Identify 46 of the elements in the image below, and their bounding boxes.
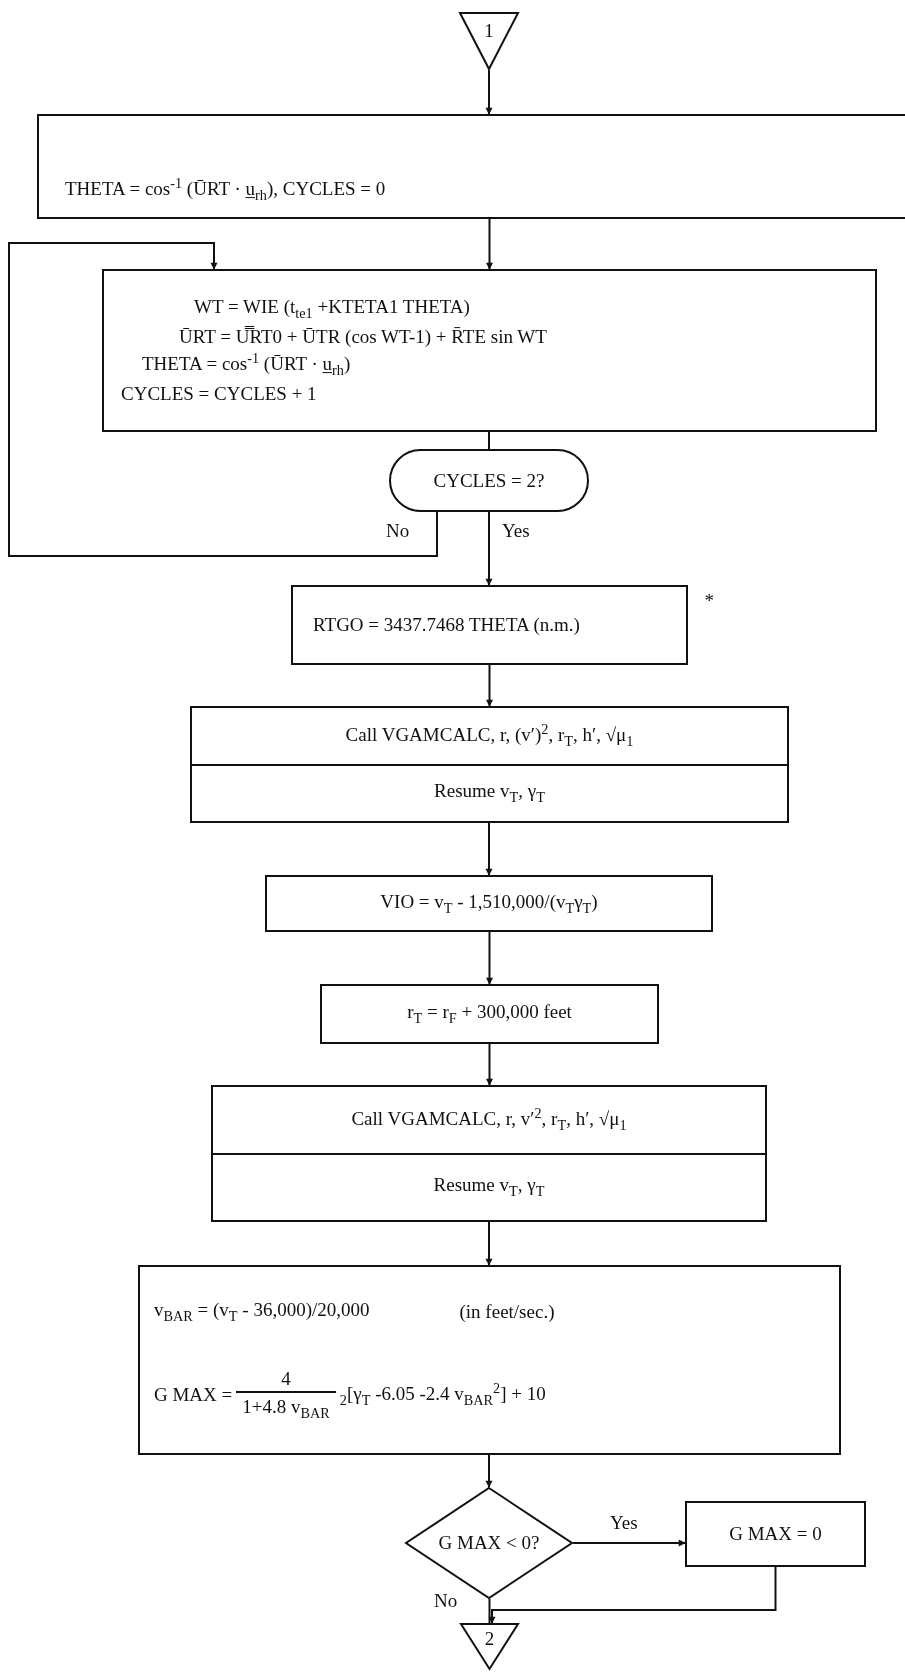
step-text: Call VGAMCALC, r, (v′)$^{2}$, r$_{T}$, h′, √μ$_{1}$ [345, 720, 634, 751]
formula-text: G MAX = [154, 1382, 233, 1407]
process-box [320, 984, 659, 1044]
connector-triangle [459, 12, 519, 70]
flow-arrow [486, 218, 493, 270]
process-box [211, 1085, 767, 1222]
connector-triangle [460, 1623, 519, 1670]
denominator-text: 1+4.8 v$_{BAR}$ [236, 1390, 336, 1423]
formula-text: WT = WIE (t$_{te1}$ +KTETA1 THETA) [194, 294, 471, 323]
footnote-mark: * [704, 589, 714, 613]
formula-text: r$_{T}$ = r$_{F}$ + 300,000 feet [407, 1000, 572, 1028]
formula-text: THETA = cos$^{-1}$ (ŪRT · u̲$_{rh}$) [142, 350, 352, 381]
formula-text: $_{2}$[γ$_{T}$ -6.05 -2.4 v$_{BAR}$$^{2}$] + 10 [339, 1379, 546, 1410]
connector-number: 2 [484, 1626, 495, 1651]
process-box [190, 706, 789, 823]
flow-arrow [488, 1566, 777, 1624]
process-box [685, 1501, 866, 1567]
flow-arrow [486, 1043, 493, 1086]
formula-text: VIO = v$_{T}$ - 1,510,000/(v$_{T}$γ$_{T}$) [380, 889, 598, 918]
connector-number: 1 [484, 19, 494, 44]
flow-arrow [572, 1539, 686, 1547]
formula-text: G MAX = 0 [729, 1522, 822, 1546]
flow-arrow [485, 822, 493, 876]
flow-arrow [485, 69, 493, 115]
flow-arrow [485, 1221, 493, 1266]
process-box [138, 1265, 841, 1455]
decision-text: G MAX < 0? [437, 1531, 541, 1555]
step-text: Resume v$_{T}$, γ$_{T}$ [434, 779, 545, 808]
flow-arrow [485, 1454, 493, 1488]
flow-arrow [8, 242, 438, 557]
flow-arrow [486, 664, 493, 707]
step-text: Call VGAMCALC, r, v′$^{2}$, r$_{T}$, h′, √μ$_{1}$ [351, 1104, 627, 1135]
formula-text: THETA = cos$^{-1}$ (ŪRT · u̲$_{rh}$), CYCLES = 0 [65, 175, 387, 205]
process-box [102, 269, 877, 432]
numerator-text: 4 [281, 1366, 291, 1391]
formula-text: CYCLES = CYCLES + 1 [121, 382, 318, 406]
process-box [265, 875, 713, 932]
formula-text: CYCLES = 2? [433, 468, 545, 493]
formula-text: ŪRT = U̿RT0 + ŪTR (cos WT-1) + R̄TE sin WT [179, 324, 548, 349]
flow-arrow [486, 931, 493, 985]
step-text: Resume v$_{T}$, γ$_{T}$ [433, 1173, 545, 1202]
flow-arrow [485, 511, 493, 586]
formula-text: v$_{BAR}$ = (v$_{T}$ - 36,000)/20,000 [154, 1297, 370, 1326]
formula-text: (in feet/sec.) [459, 1299, 555, 1324]
process-box [37, 114, 905, 219]
formula-text: RTGO = 3437.7468 THETA (n.m.) [313, 613, 581, 637]
